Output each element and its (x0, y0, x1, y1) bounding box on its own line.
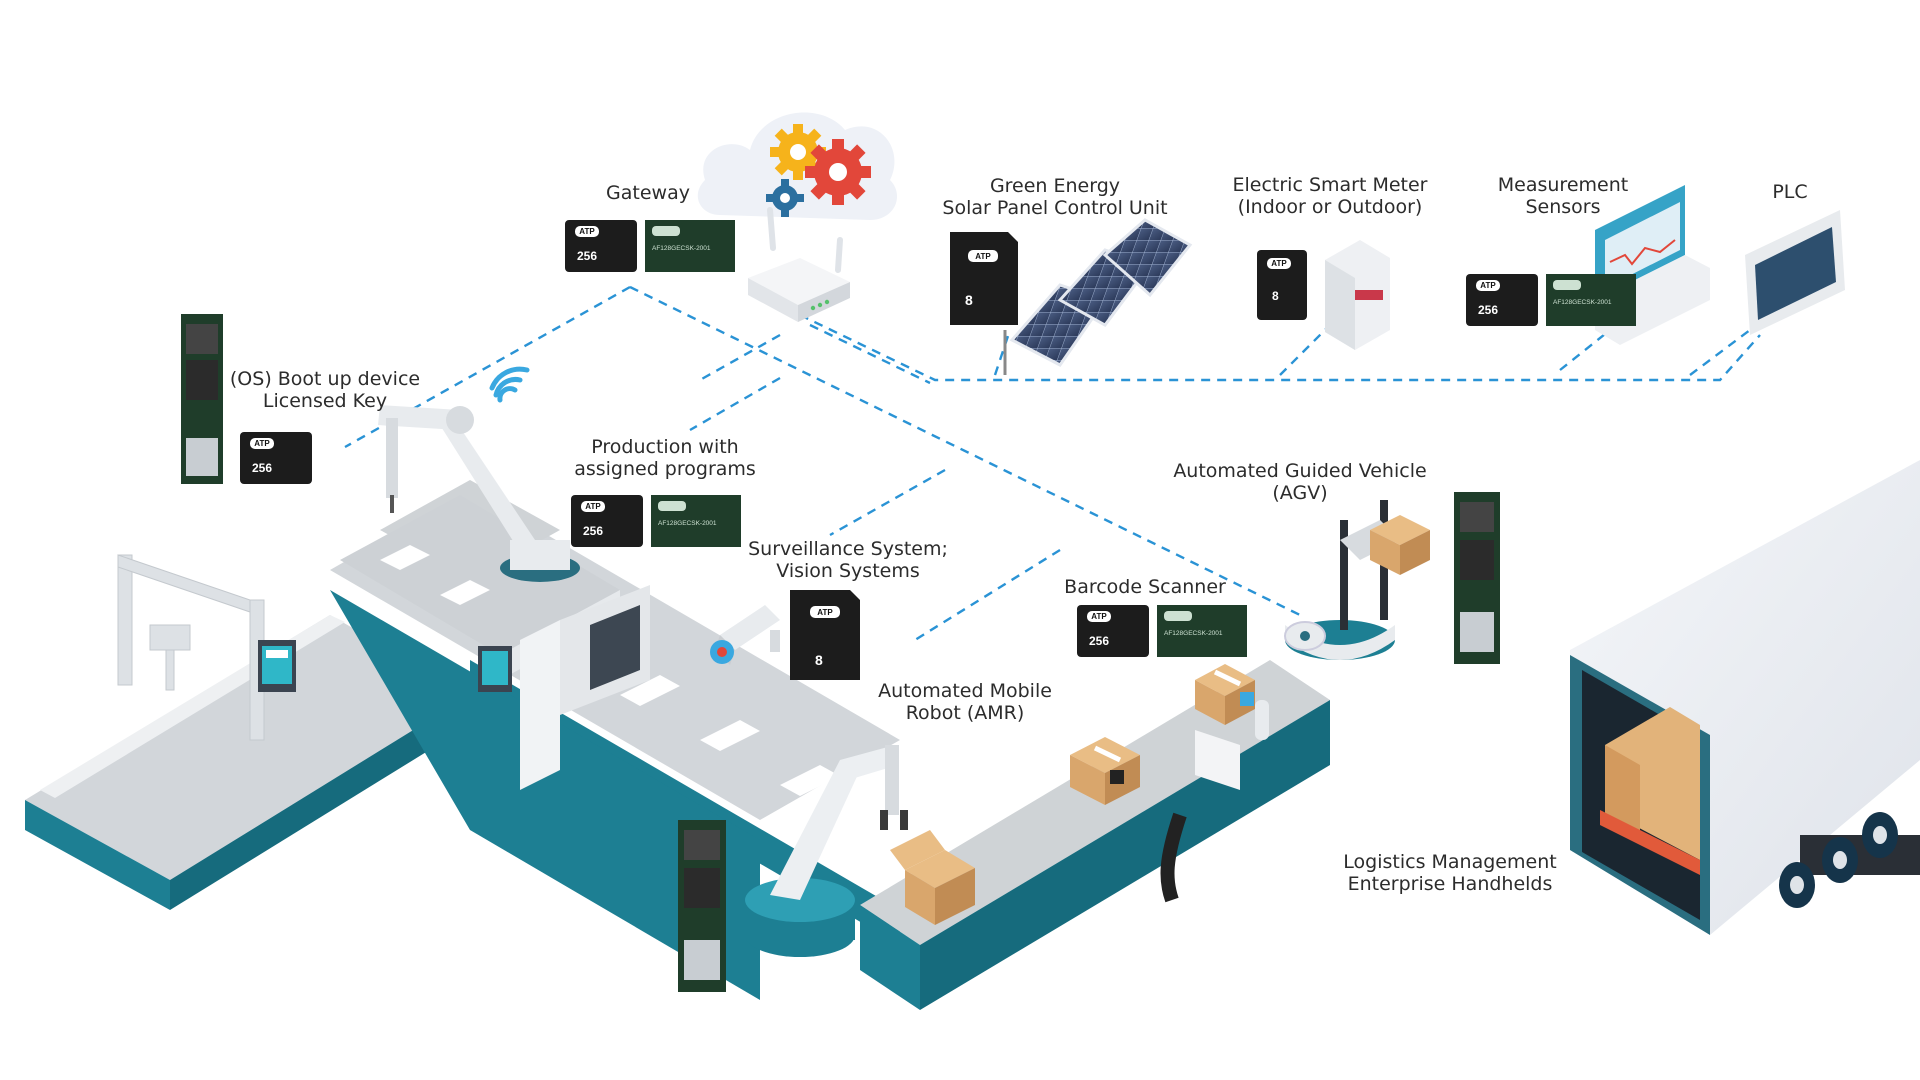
module-line-text: AF128GECSK-2001 (658, 520, 717, 527)
card-brand-text: ATP (975, 252, 991, 261)
sd-card-solar: ATP 8 (950, 232, 1018, 325)
card-brand-text: ATP (1091, 612, 1107, 621)
gear-red-icon (805, 139, 871, 205)
link-router-amr (914, 548, 1061, 642)
card-capacity-text: 8 (1272, 289, 1279, 303)
label-plc: PLC (1772, 181, 1808, 203)
card-capacity-text: 256 (1478, 303, 1498, 317)
card-brand-text: ATP (1271, 259, 1287, 268)
m2-ssd-agv (1454, 492, 1500, 664)
card-brand-text: ATP (817, 608, 833, 617)
label-amr: Automated Mobile Robot (AMR) (878, 680, 1052, 724)
module-line-text: AF128GECSK-2001 (1164, 630, 1223, 637)
robot-arm-top (378, 405, 580, 582)
microsd-barcode: ATP 256 (1077, 605, 1149, 657)
robot-arm-bottom (745, 745, 908, 957)
card-capacity-text: 256 (252, 461, 272, 475)
label-solar: Green Energy Solar Panel Control Unit (942, 175, 1168, 219)
gantry-frame (117, 554, 265, 741)
gear-yellow-icon (770, 124, 826, 180)
control-panel-left (258, 640, 296, 692)
card-capacity-text: 256 (583, 524, 603, 538)
label-production: Production with assigned programs (574, 436, 756, 480)
label-logistics: Logistics Management Enterprise Handheld… (1343, 851, 1557, 895)
wifi-icon (489, 366, 530, 403)
card-capacity-text: 8 (965, 292, 973, 308)
sd-card-surveillance: ATP 8 (790, 590, 860, 680)
microsd-meter: ATP 8 (1257, 250, 1307, 320)
card-brand-text: ATP (579, 227, 595, 236)
label-surveillance: Surveillance System; Vision Systems (748, 538, 948, 582)
card-brand-text: ATP (254, 439, 270, 448)
link-meter (1279, 324, 1331, 376)
pcb-module-gateway: AF128GECSK-2001 (645, 220, 735, 272)
link-gateway-agv (629, 285, 1301, 617)
microsd-production: ATP 256 (571, 495, 643, 547)
plc-device-icon (1745, 210, 1845, 335)
module-line-text: AF128GECSK-2001 (1553, 299, 1612, 306)
card-capacity-text: 8 (815, 652, 823, 668)
conveyor-left (25, 615, 470, 910)
smart-meter-icon (1325, 240, 1390, 350)
card-capacity-text: 256 (577, 249, 597, 263)
microsd-sensors: ATP 256 (1466, 274, 1538, 326)
pcb-module-sensors: AF128GECSK-2001 (1546, 274, 1636, 326)
label-barcode: Barcode Scanner (1064, 576, 1226, 598)
m2-ssd-boot (181, 314, 223, 484)
card-capacity-text: 256 (1089, 634, 1109, 648)
pcb-module-production: AF128GECSK-2001 (651, 495, 741, 547)
microsd-gateway: ATP 256 (565, 220, 637, 272)
module-line-text: AF128GECSK-2001 (652, 245, 711, 252)
microsd-boot: ATP 256 (240, 432, 312, 484)
link-router-surveillance (829, 468, 946, 537)
solar-panels-icon (1003, 218, 1193, 375)
card-brand-text: ATP (585, 502, 601, 511)
link-router-east-a (799, 313, 1761, 382)
label-agv: Automated Guided Vehicle (AGV) (1173, 460, 1427, 504)
link-router-production (699, 333, 781, 382)
conveyor-slots (90, 545, 840, 796)
link-solar (993, 329, 1012, 376)
gear-blue-icon (766, 179, 804, 217)
link-production-down (689, 376, 781, 432)
barcode-scanner-arch (1160, 692, 1269, 903)
card-brand-text: ATP (1480, 281, 1496, 290)
router-icon (748, 207, 850, 322)
link-sensors (1559, 329, 1611, 371)
pcb-module-barcode: AF128GECSK-2001 (1157, 605, 1247, 657)
link-router-east-b (809, 323, 931, 385)
control-panel-center (478, 646, 512, 692)
label-sensors: Measurement Sensors (1497, 174, 1629, 218)
surveillance-camera-icon (710, 605, 780, 665)
label-boot: (OS) Boot up device Licensed Key (229, 368, 421, 412)
label-meter: Electric Smart Meter (Indoor or Outdoor) (1232, 174, 1428, 218)
label-gateway: Gateway (606, 182, 690, 204)
m2-ssd-amr (678, 820, 726, 992)
barcode-box-1 (1070, 737, 1140, 805)
truck-trailer (1570, 460, 1920, 935)
link-plc (1689, 329, 1751, 376)
agv-vehicle (1284, 500, 1430, 660)
vision-tunnel (520, 585, 650, 790)
open-box-icon (890, 830, 975, 925)
